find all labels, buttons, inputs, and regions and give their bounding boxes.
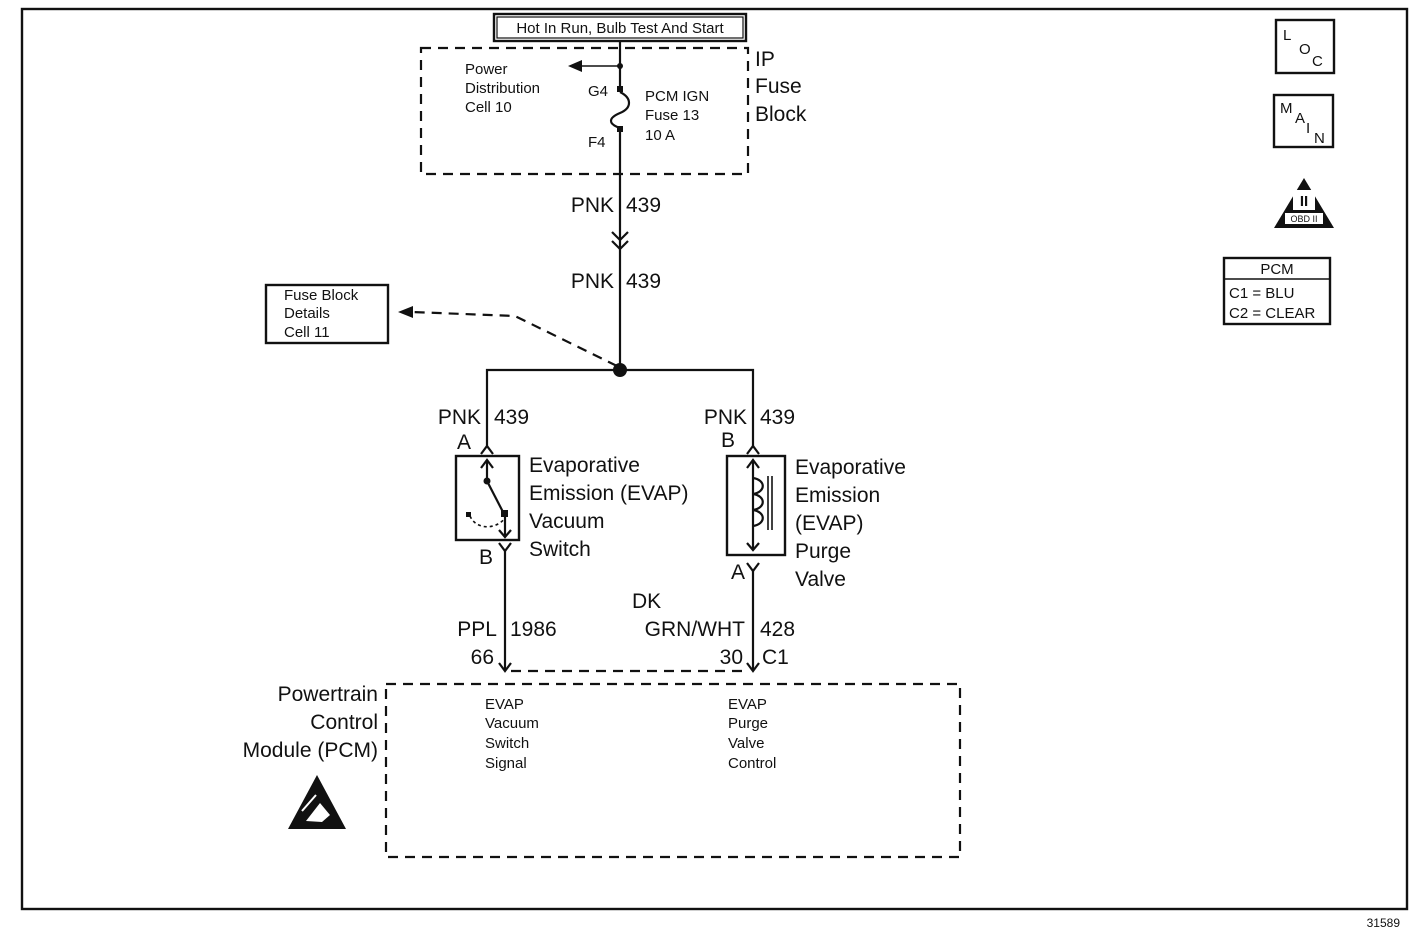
main-letter-a: A bbox=[1295, 110, 1305, 127]
purge-valve-name-1: Evaporative bbox=[795, 456, 906, 479]
right-branch-wire-color: PNK bbox=[704, 406, 747, 429]
pcm-input1-label-4: Signal bbox=[485, 755, 527, 772]
vacuum-switch-name-1: Evaporative bbox=[529, 454, 640, 477]
fuse-details-label-3: Cell 11 bbox=[284, 324, 330, 341]
pcm-input2-label-1: EVAP bbox=[728, 696, 767, 713]
main-index-icon[interactable]: M A I N bbox=[1272, 93, 1335, 149]
purge-control-wire-circuit: 428 bbox=[760, 618, 795, 641]
pcm-legend-c2: C2 = CLEAR bbox=[1229, 305, 1315, 322]
pcm-name-1: Powertrain bbox=[278, 683, 378, 706]
purge-valve-name-3: (EVAP) bbox=[795, 512, 863, 535]
main-upper-wire-color: PNK bbox=[571, 194, 614, 217]
loc-location-icon[interactable]: L O C bbox=[1274, 18, 1336, 75]
purge-valve-name-5: Valve bbox=[795, 568, 846, 591]
purge-control-pin: 30 bbox=[720, 646, 743, 669]
evap-vacuum-switch: A B Evaporative Emission (EVAP) Vacuum S… bbox=[454, 431, 688, 569]
pcm-input2-label-2: Purge bbox=[728, 715, 768, 732]
vacuum-signal-wire-circuit: 1986 bbox=[510, 618, 557, 641]
power-distribution-arrowhead bbox=[568, 60, 582, 72]
terminal-g4-label: G4 bbox=[588, 83, 608, 100]
fuse-label-2: Fuse 13 bbox=[645, 107, 699, 124]
inline-connector-female bbox=[611, 240, 629, 251]
vacuum-diaphragm-icon bbox=[469, 515, 506, 528]
fuse-13-icon bbox=[609, 91, 631, 130]
fuse-details-arrowhead bbox=[398, 306, 413, 318]
vacuum-signal-pin: 66 bbox=[471, 646, 494, 669]
loc-letter-l: L bbox=[1283, 27, 1291, 44]
purge-valve-pin-a: A bbox=[731, 561, 745, 584]
terminal-f4 bbox=[617, 126, 623, 132]
fuse-details-label-2: Details bbox=[284, 305, 330, 322]
pcm-input1-label-3: Switch bbox=[485, 735, 529, 752]
power-condition-header: Hot In Run, Bulb Test And Start bbox=[492, 12, 748, 43]
fuse-details-ref-line bbox=[411, 310, 618, 367]
vacuum-signal-wire-color: PPL bbox=[457, 618, 497, 641]
solenoid-coil-icon bbox=[752, 476, 764, 528]
vacuum-switch-connector-a bbox=[480, 444, 494, 455]
purge-valve-name-4: Purge bbox=[795, 540, 851, 563]
power-distribution-label-3: Cell 10 bbox=[465, 99, 512, 116]
esd-warning-icon bbox=[288, 775, 346, 829]
purge-valve-connector-b bbox=[746, 444, 760, 455]
vacuum-switch-pin-b: B bbox=[479, 546, 493, 569]
fuse-block-name-1: IP bbox=[755, 48, 775, 71]
pcm-input2-label-4: Control bbox=[728, 755, 776, 772]
inline-connector-male bbox=[611, 231, 629, 242]
branch-wires bbox=[485, 368, 755, 446]
terminal-g4 bbox=[617, 86, 623, 92]
left-branch-wire-color: PNK bbox=[438, 406, 481, 429]
pcm-name-3: Module (PCM) bbox=[243, 739, 378, 762]
fuse-label-1: PCM IGN bbox=[645, 88, 709, 105]
main-letter-i: I bbox=[1306, 120, 1310, 137]
purge-valve-connector-a bbox=[746, 562, 760, 573]
power-condition-label: Hot In Run, Bulb Test And Start bbox=[516, 20, 724, 37]
fuse-block-details-ref: Fuse Block Details Cell 11 bbox=[264, 283, 618, 367]
purge-control-wire-color-1: DK bbox=[632, 590, 661, 613]
power-distribution-label-2: Distribution bbox=[465, 80, 540, 97]
left-branch-wire-circuit: 439 bbox=[494, 406, 529, 429]
obd-numeral: II bbox=[1300, 193, 1308, 210]
pcm-name-2: Control bbox=[310, 711, 378, 734]
pcm-connector-c1-label: C1 bbox=[762, 646, 789, 669]
purge-valve-name-2: Emission bbox=[795, 484, 880, 507]
main-lower-wire-circuit: 439 bbox=[626, 270, 661, 293]
pcm-input1-label-1: EVAP bbox=[485, 696, 524, 713]
fuse-label-3: 10 A bbox=[645, 127, 675, 144]
main-letter-n: N bbox=[1314, 130, 1325, 147]
fuse-details-label-1: Fuse Block bbox=[284, 287, 359, 304]
evap-purge-valve: B A Evaporative Emission (EVAP) Purge Va… bbox=[721, 429, 906, 591]
ip-fuse-block: IP Fuse Block Power Distribution Cell 10… bbox=[419, 41, 807, 176]
vacuum-switch-connector-b bbox=[498, 542, 512, 553]
obd-ii-icon[interactable]: II OBD II bbox=[1274, 178, 1334, 228]
vacuum-switch-pin-a: A bbox=[457, 431, 471, 454]
pcm-connector-30 bbox=[746, 662, 760, 673]
switch-blade-icon bbox=[486, 480, 504, 513]
obd-label: OBD II bbox=[1290, 214, 1317, 224]
main-lower-wire-color: PNK bbox=[571, 270, 614, 293]
vacuum-switch-name-2: Emission (EVAP) bbox=[529, 482, 688, 505]
power-distribution-label-1: Power bbox=[465, 61, 508, 78]
right-branch-wire-circuit: 439 bbox=[760, 406, 795, 429]
purge-valve-pin-b: B bbox=[721, 429, 735, 452]
loc-letter-c: C bbox=[1312, 53, 1323, 70]
pcm-connector-66 bbox=[498, 662, 512, 673]
main-upper-wire-circuit: 439 bbox=[626, 194, 661, 217]
pcm-input1-label-2: Vacuum bbox=[485, 715, 539, 732]
loc-letter-o: O bbox=[1299, 41, 1311, 58]
vacuum-switch-name-4: Switch bbox=[529, 538, 591, 561]
pcm-connector-legend: PCM C1 = BLU C2 = CLEAR bbox=[1222, 256, 1332, 326]
figure-number: 31589 bbox=[1367, 916, 1401, 930]
pcm-legend-title: PCM bbox=[1260, 261, 1293, 278]
pcm-module: Powertrain Control Module (PCM) EVAP Vac… bbox=[243, 682, 962, 859]
main-letter-m: M bbox=[1280, 100, 1293, 117]
purge-control-wire-color-2: GRN/WHT bbox=[645, 618, 745, 641]
diagram-frame bbox=[20, 7, 1409, 911]
vacuum-switch-name-3: Vacuum bbox=[529, 510, 604, 533]
terminal-f4-label: F4 bbox=[588, 134, 606, 151]
fuse-block-name-3: Block bbox=[755, 103, 807, 126]
fuse-block-name-2: Fuse bbox=[755, 75, 802, 98]
pcm-input2-label-3: Valve bbox=[728, 735, 764, 752]
pcm-legend-c1: C1 = BLU bbox=[1229, 285, 1294, 302]
